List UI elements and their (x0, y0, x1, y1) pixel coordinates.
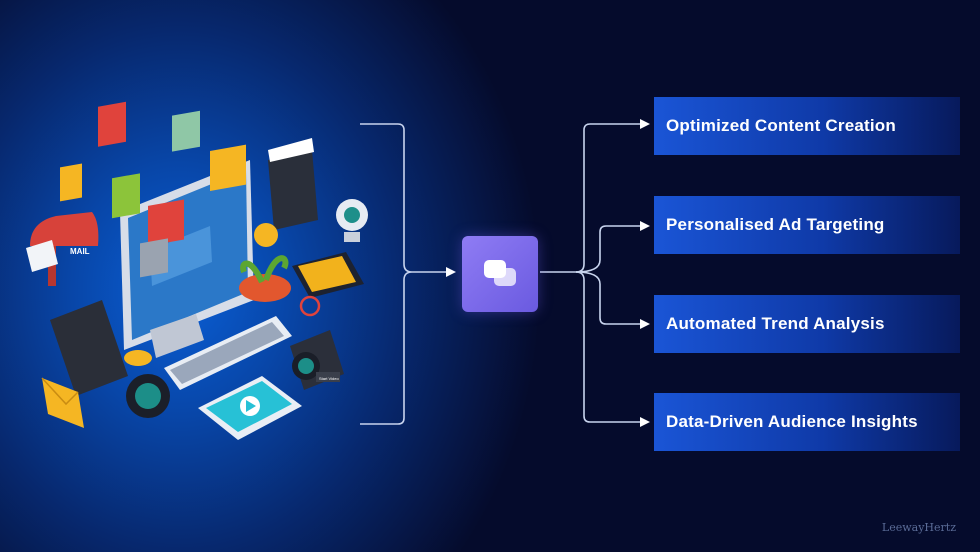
output-box-content-creation: Optimized Content Creation (654, 97, 960, 155)
clapper-app-icon (148, 199, 184, 246)
phone-icon (292, 252, 364, 298)
chat-bubbles-icon (484, 260, 516, 286)
branch-arrowheads (640, 119, 650, 427)
output-label: Personalised Ad Targeting (666, 215, 885, 234)
keyboard-icon (164, 316, 292, 390)
left-bracket (360, 123, 448, 425)
arrow-to-hub (446, 267, 456, 277)
clapperboard-icon (268, 138, 318, 230)
brand-watermark: LeewayHertz (881, 521, 956, 534)
mail-app-icon (172, 110, 200, 152)
camera-app-icon (210, 144, 246, 191)
output-box-ad-targeting: Personalised Ad Targeting (654, 196, 960, 254)
output-label: Automated Trend Analysis (666, 314, 885, 333)
output-label: Optimized Content Creation (666, 116, 896, 135)
svg-text:MAIL: MAIL (70, 247, 90, 256)
download-app-icon (140, 238, 168, 278)
webcam-icon (336, 199, 368, 242)
tablet-icon (198, 376, 302, 440)
branch-lines (540, 123, 640, 423)
output-box-audience-insights: Data-Driven Audience Insights (654, 393, 960, 451)
chat-app-icon (112, 173, 140, 219)
output-label: Data-Driven Audience Insights (666, 412, 918, 431)
video-camera-icon: Start Video (290, 330, 344, 390)
star-app-icon (60, 163, 82, 202)
share-app-icon (98, 101, 126, 147)
envelope-icon (41, 377, 84, 428)
at-sign-icon (299, 295, 321, 317)
hub-node (462, 236, 538, 312)
output-box-trend-analysis: Automated Trend Analysis (654, 295, 960, 353)
camcorder-icon (50, 300, 170, 418)
mailbox-icon: MAIL (26, 212, 99, 286)
plant-coin-icon (239, 223, 291, 302)
svg-text:Start Video: Start Video (319, 376, 339, 381)
